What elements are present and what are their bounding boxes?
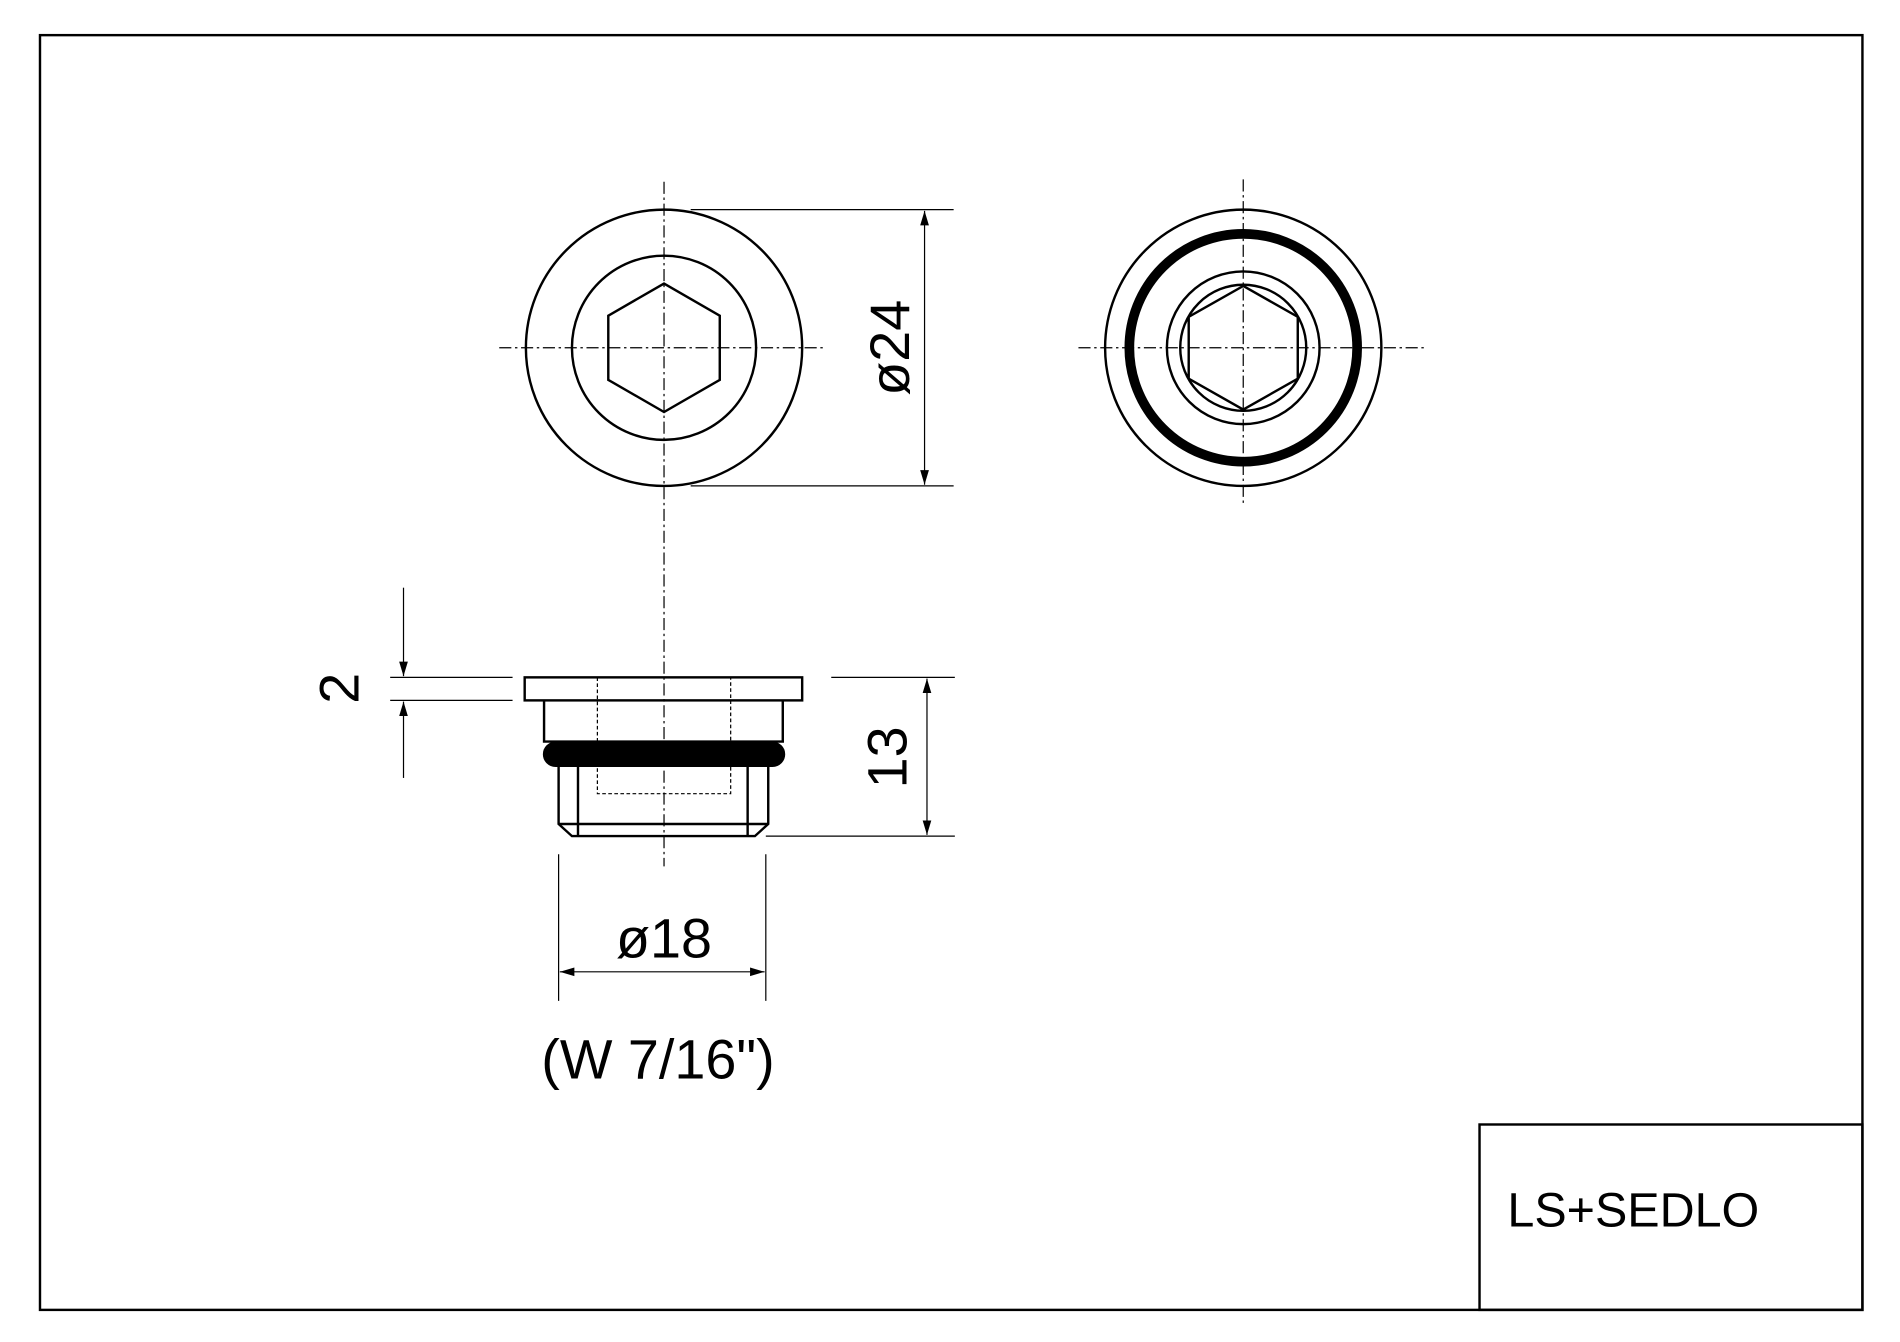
hidden-bore: [596, 677, 732, 795]
title-block-label: LS+SEDLO: [1507, 1183, 1759, 1237]
outer-diameter-label: ø24: [859, 300, 921, 396]
thread-diameter-label: ø18: [616, 907, 712, 969]
flange-thickness-label: 2: [309, 673, 371, 704]
dimension-thread-diameter: [558, 854, 767, 1001]
dimension-flange-thickness: [390, 587, 513, 778]
drawing-frame: [38, 33, 1864, 1312]
title-block: [1478, 1123, 1864, 1312]
top-view-back: [1103, 208, 1383, 488]
thread-spec-label: (W 7/16"): [541, 1028, 774, 1090]
dimension-total-height: [765, 676, 955, 837]
total-height-label: 13: [856, 726, 918, 788]
dimension-outer-diameter: [690, 209, 954, 487]
side-view: [523, 676, 804, 838]
